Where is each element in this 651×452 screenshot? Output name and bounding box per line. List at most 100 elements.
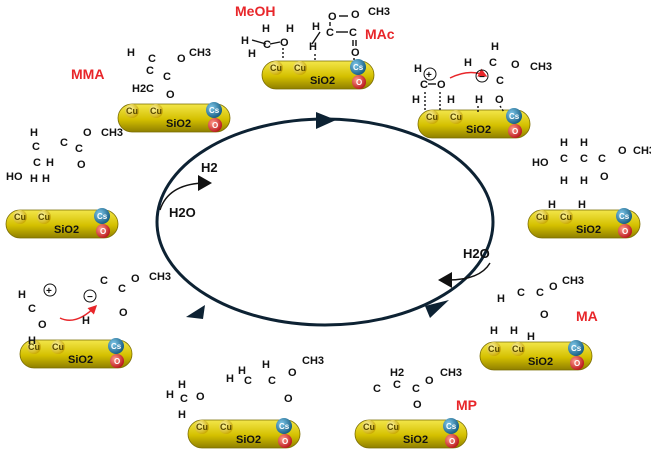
svg-text:−: − <box>87 292 93 303</box>
svg-text:H: H <box>166 389 174 401</box>
svg-text:C: C <box>580 153 588 165</box>
svg-text:C: C <box>268 375 276 387</box>
svg-text:O: O <box>413 399 422 411</box>
sio2-support <box>5 209 119 239</box>
svg-text:C: C <box>75 143 83 155</box>
svg-text:H: H <box>309 41 317 53</box>
svg-text:C: C <box>180 393 188 405</box>
cu-atom <box>149 104 163 118</box>
o-atom <box>208 118 222 132</box>
cu-label: Cu <box>512 344 524 354</box>
sio2-label: SiO2 <box>236 434 261 446</box>
svg-text:H: H <box>30 173 38 185</box>
svg-text:H: H <box>238 365 246 377</box>
o-atom <box>570 356 584 370</box>
cu-atom <box>27 340 41 354</box>
cu-atom <box>559 210 573 224</box>
svg-text:H: H <box>447 94 455 106</box>
cu-atom <box>37 210 51 224</box>
ma-label: MA <box>576 308 598 324</box>
svg-text:O: O <box>284 393 293 405</box>
cu-label: Cu <box>150 106 162 116</box>
svg-text:C: C <box>560 153 568 165</box>
cycle-arrow-left <box>186 305 205 319</box>
svg-text:H: H <box>28 335 36 347</box>
cu-atom <box>269 61 283 75</box>
svg-text:C: C <box>33 157 41 169</box>
svg-text:+: + <box>426 70 432 81</box>
o-label: O <box>282 437 288 446</box>
cs-label: Cs <box>509 112 520 121</box>
svg-text:CH3: CH3 <box>189 47 211 59</box>
o-label: O <box>212 121 218 130</box>
mma-adsorbed: H C H2C C C O CH3 O <box>127 47 211 101</box>
cycle-ellipse <box>155 117 495 327</box>
svg-text:H: H <box>262 23 270 35</box>
svg-text:CH3: CH3 <box>440 367 462 379</box>
cu-atom <box>51 340 65 354</box>
svg-text:O: O <box>495 94 504 106</box>
svg-text:C: C <box>163 71 171 83</box>
svg-text:H: H <box>548 199 556 211</box>
mma-label: MMA <box>71 66 104 82</box>
svg-text:C: C <box>60 137 68 149</box>
svg-text:C: C <box>148 53 156 65</box>
cycle-arrow-right <box>425 300 449 318</box>
svg-text:CH3: CH3 <box>302 355 324 367</box>
enolate-formaldehyde-left: H C + O H − C C O CH3 O H <box>18 271 171 347</box>
o-label: O <box>356 78 362 87</box>
svg-text:H: H <box>178 409 186 421</box>
sio2-label: SiO2 <box>310 75 335 87</box>
sio2-label: SiO2 <box>576 224 601 236</box>
svg-text:H: H <box>82 315 90 327</box>
o-atom <box>508 124 522 138</box>
svg-text:H: H <box>18 289 26 301</box>
svg-text:C: C <box>32 141 40 153</box>
svg-text:C: C <box>536 287 544 299</box>
svg-text:O: O <box>351 9 360 21</box>
svg-text:H: H <box>312 21 320 33</box>
svg-text:H: H <box>412 94 420 106</box>
svg-text:O: O <box>166 89 175 101</box>
cs-label: Cs <box>279 422 290 431</box>
svg-text:H: H <box>580 175 588 187</box>
cs-atom <box>350 59 366 75</box>
cu-label: Cu <box>28 342 40 352</box>
cu-label: Cu <box>220 422 232 432</box>
svg-text:O: O <box>38 319 47 331</box>
svg-text:O: O <box>618 145 627 157</box>
svg-text:C: C <box>146 65 154 77</box>
cu-label: Cu <box>14 212 26 222</box>
cu-label: Cu <box>363 422 375 432</box>
mp-label: MP <box>456 397 477 413</box>
svg-text:C: C <box>118 283 126 295</box>
sio2-support <box>527 209 641 239</box>
h2o-left-label: H2O <box>169 205 196 220</box>
svg-text:H: H <box>527 331 535 343</box>
cu-atom <box>293 61 307 75</box>
cu-atom <box>487 342 501 356</box>
cu-atom <box>362 420 376 434</box>
svg-text:C: C <box>349 27 357 39</box>
svg-text:H: H <box>42 173 50 185</box>
cs-label: Cs <box>97 212 108 221</box>
svg-text:CH3: CH3 <box>633 145 651 157</box>
svg-text:H: H <box>178 379 186 391</box>
cu-label: Cu <box>294 63 306 73</box>
o-atom <box>352 75 366 89</box>
sio2-label: SiO2 <box>528 356 553 368</box>
svg-text:O: O <box>511 59 520 71</box>
svg-text:H: H <box>497 293 505 305</box>
o-atom <box>96 224 110 238</box>
svg-text:CH3: CH3 <box>562 275 584 287</box>
svg-text:H: H <box>262 359 270 371</box>
cu-atom <box>535 210 549 224</box>
cs-label: Cs <box>111 342 122 351</box>
o-label: O <box>622 227 628 236</box>
ma-adsorbed: H C C O CH3 O H H H <box>490 275 584 343</box>
svg-text:O: O <box>177 53 186 65</box>
svg-text:C: C <box>244 375 252 387</box>
svg-text:O: O <box>119 307 128 319</box>
